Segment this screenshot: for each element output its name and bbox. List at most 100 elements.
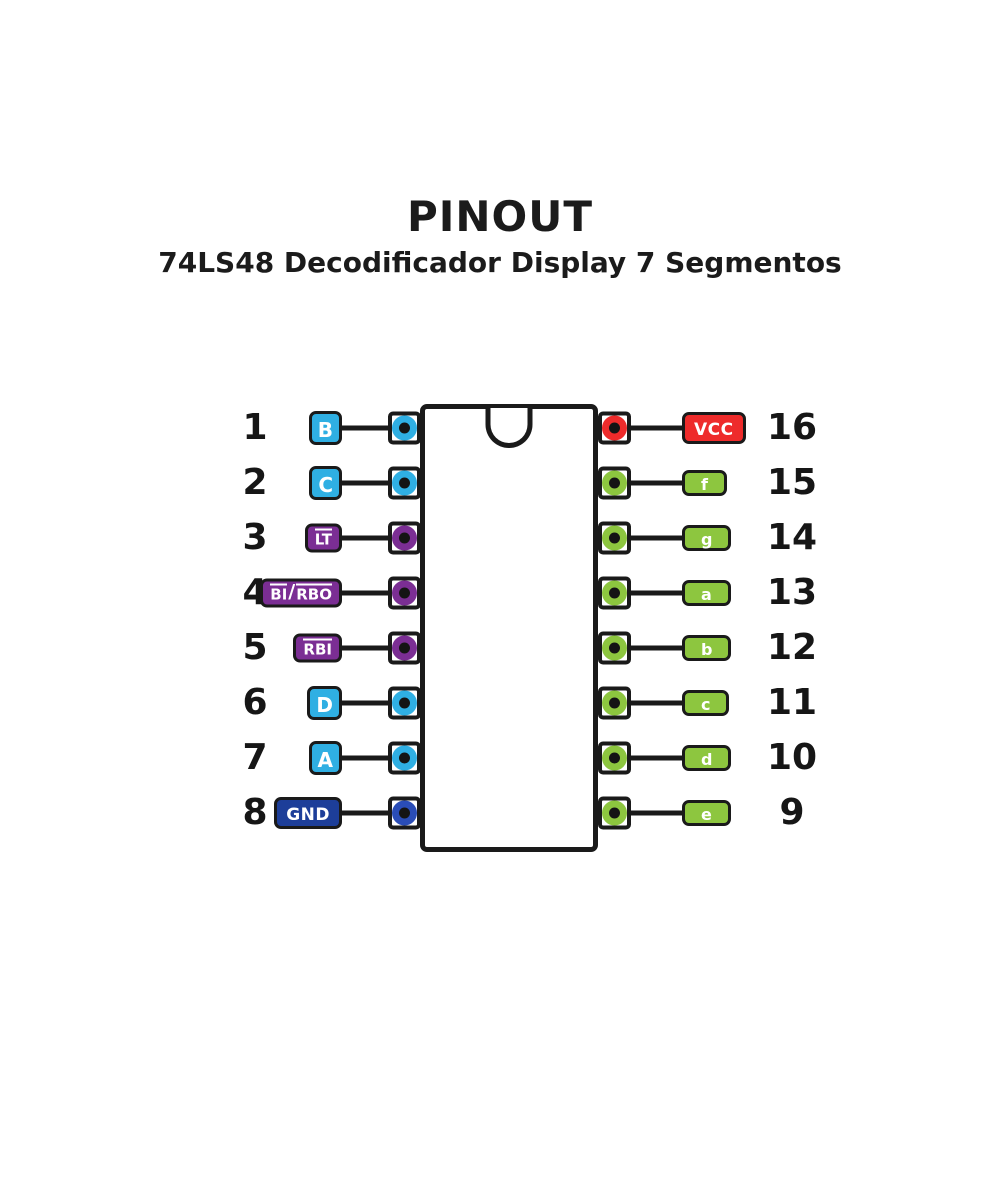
pin-3-wire: [338, 535, 406, 541]
pin-16-pad: [598, 411, 631, 445]
pin-4-label-text: RBO: [296, 583, 332, 604]
pin-5-pad: [388, 631, 421, 665]
pin-9-pad-ring: [602, 800, 627, 826]
pin-10-number: 10: [766, 737, 818, 778]
pin-1-label: B: [308, 411, 342, 445]
pin-3-pad: [388, 521, 421, 555]
pin-1-number: 1: [242, 407, 268, 448]
pin-6-label: D: [307, 686, 342, 720]
pin-2-label-text: C: [318, 473, 333, 497]
pin-5-number: 5: [242, 627, 268, 668]
pin-8-pad: [388, 796, 421, 830]
ic-notch: [485, 408, 533, 448]
pin-1-label-text: B: [317, 418, 333, 442]
pin-12-label-text: b: [701, 640, 713, 659]
pin-11-number: 11: [766, 682, 818, 723]
pin-4-label: BI/RBO: [260, 578, 342, 608]
pin-3-label-text: LT: [314, 528, 332, 549]
pin-9-label-text: e: [701, 805, 712, 824]
pin-8-label: GND: [274, 797, 342, 829]
pin-7-label: A: [308, 741, 342, 775]
pin-13-number: 13: [766, 572, 818, 613]
pin-5-label: RBI: [293, 633, 342, 663]
pin-10-pad: [598, 741, 631, 775]
pin-9-pad: [598, 796, 631, 830]
pin-10-label-text: d: [701, 750, 713, 769]
pin-14-label-text: g: [701, 530, 713, 549]
pin-11-pad: [598, 686, 631, 720]
pin-12-label: b: [682, 635, 732, 661]
pin-1-wire: [338, 425, 406, 431]
pin-16-pad-ring: [602, 415, 627, 441]
pin-9-label: e: [682, 800, 731, 826]
pin-10-wire: [612, 755, 686, 761]
pin-2-number: 2: [242, 462, 268, 503]
pin-6-wire: [338, 700, 406, 706]
pin-6-label-text: D: [316, 693, 333, 717]
pin-8-number: 8: [242, 792, 268, 833]
pin-16-label: VCC: [682, 412, 746, 444]
pin-9-wire: [612, 810, 686, 816]
pin-2-wire: [338, 480, 406, 486]
pin-2-pad-ring: [392, 470, 417, 496]
pin-11-wire: [612, 700, 686, 706]
pin-13-label-text: a: [701, 585, 712, 604]
pin-4-wire: [338, 590, 406, 596]
pin-10-label: d: [682, 745, 732, 771]
pin-3-pad-ring: [392, 525, 417, 551]
pin-11-pad-ring: [602, 690, 627, 716]
pin-14-wire: [612, 535, 686, 541]
pin-9-number: 9: [779, 792, 805, 833]
page-title: PINOUT: [406, 192, 594, 241]
pin-15-wire: [612, 480, 686, 486]
pin-13-pad: [598, 576, 631, 610]
pin-11-label: c: [682, 690, 730, 716]
pin-15-pad: [598, 466, 631, 500]
pin-16-wire: [612, 425, 686, 431]
pin-14-number: 14: [766, 517, 818, 558]
pin-16-number: 16: [766, 407, 818, 448]
pin-5-pad-ring: [392, 635, 417, 661]
pin-11-label-text: c: [701, 695, 711, 714]
pin-4-label-text: /: [288, 580, 296, 603]
pin-8-label-text: GND: [286, 804, 330, 825]
pin-13-label: a: [682, 580, 731, 606]
pin-13-wire: [612, 590, 686, 596]
page-subtitle: 74LS48 Decodificador Display 7 Segmentos: [158, 246, 842, 279]
pin-15-label: f: [682, 470, 727, 496]
pin-4-pad: [388, 576, 421, 610]
pin-4-pad-ring: [392, 580, 417, 606]
pin-15-label-text: f: [701, 475, 708, 494]
pin-1-pad: [388, 411, 421, 445]
pin-13-pad-ring: [602, 580, 627, 606]
pin-4-label-text: BI: [270, 583, 288, 604]
pin-8-wire: [338, 810, 406, 816]
pin-5-wire: [338, 645, 406, 651]
pin-6-pad-ring: [392, 690, 417, 716]
pin-7-number: 7: [242, 737, 268, 778]
pin-7-pad-ring: [392, 745, 417, 771]
pin-5-label-text: RBI: [303, 638, 332, 659]
pin-6-number: 6: [242, 682, 268, 723]
pin-3-number: 3: [242, 517, 268, 558]
pin-7-wire: [338, 755, 406, 761]
pin-12-number: 12: [766, 627, 818, 668]
pin-7-label-text: A: [317, 748, 333, 772]
pin-7-pad: [388, 741, 421, 775]
pin-3-label: LT: [304, 523, 342, 553]
pin-10-pad-ring: [602, 745, 627, 771]
pin-15-pad-ring: [602, 470, 627, 496]
pin-12-pad-ring: [602, 635, 627, 661]
pin-14-pad: [598, 521, 631, 555]
pin-2-pad: [388, 466, 421, 500]
ic-body: [420, 404, 598, 852]
pin-15-number: 15: [766, 462, 818, 503]
pin-6-pad: [388, 686, 421, 720]
pin-2-label: C: [309, 466, 342, 500]
pin-1-pad-ring: [392, 415, 417, 441]
pin-12-pad: [598, 631, 631, 665]
pin-8-pad-ring: [392, 800, 417, 826]
pin-16-label-text: VCC: [694, 419, 734, 440]
pin-14-label: g: [682, 525, 732, 551]
